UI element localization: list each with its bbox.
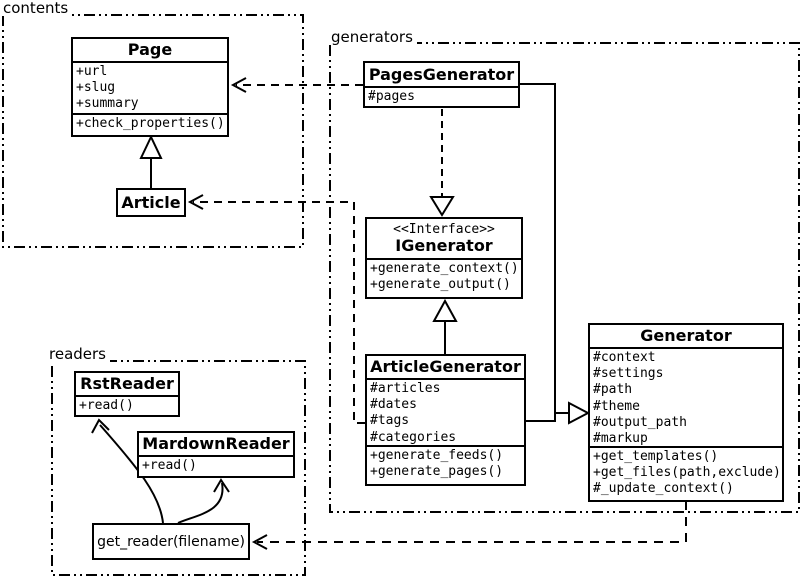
- arrowhead-vee-rstreader: [91, 418, 110, 434]
- class-box-igenerator: <<Interface>> IGenerator +generate_conte…: [365, 217, 523, 299]
- arrowhead-vee-page: [230, 77, 247, 93]
- attributes-pagesgenerator: #pages: [365, 86, 518, 106]
- attribute: #context: [593, 350, 656, 365]
- class-name-page: Page: [127, 40, 173, 59]
- attribute: #theme: [593, 398, 640, 414]
- package-label-generators: generators: [330, 29, 417, 45]
- methods-igenerator: +generate_context() +generate_output(): [367, 258, 521, 297]
- package-label-readers: readers: [48, 346, 110, 362]
- class-name-articlegenerator: ArticleGenerator: [370, 357, 521, 376]
- method: +generate_context(): [370, 261, 519, 276]
- methods-rstreader: +read(): [76, 395, 178, 415]
- attribute: #dates: [370, 397, 417, 413]
- function-box-getreader: get_reader(filename): [92, 523, 250, 560]
- dependency-generator-getreader: [257, 501, 687, 543]
- stereotype-interface: <<Interface>>: [393, 222, 495, 237]
- dependency-articlegenerator-article: [193, 201, 365, 424]
- method: +read(): [142, 458, 197, 473]
- package-border-contents: [2, 14, 304, 248]
- attribute: #settings: [593, 366, 664, 382]
- methods-generator: +get_templates() +get_files(path,exclude…: [590, 446, 782, 500]
- inheritance-articlegenerator-generator: [526, 413, 556, 422]
- attributes-generator: #context #settings #path #theme #output_…: [590, 347, 782, 446]
- package-label-contents: contents: [2, 0, 73, 16]
- class-box-articlegenerator: ArticleGenerator #articles #dates #tags …: [365, 354, 526, 486]
- attribute: #output_path: [593, 414, 687, 430]
- attribute: #markup: [593, 431, 648, 446]
- class-box-generator: Generator #context #settings #path #them…: [588, 323, 784, 502]
- class-name-igenerator: <<Interface>> IGenerator: [367, 219, 521, 258]
- attributes-articlegenerator: #articles #dates #tags #categories: [367, 378, 524, 445]
- method: +generate_feeds(): [370, 448, 504, 463]
- inheritance-pagesgenerator-generator: [520, 83, 569, 414]
- arrowhead-triangle-page: [139, 134, 163, 159]
- class-name-rstreader: RstReader: [80, 374, 174, 393]
- methods-mardownreader: +read(): [139, 455, 293, 476]
- package-border-readers: [51, 360, 306, 576]
- methods-articlegenerator: +generate_feeds() +generate_pages(): [367, 445, 524, 484]
- attribute: #articles: [370, 381, 441, 396]
- method: +check_properties(): [76, 116, 225, 131]
- class-name-text: IGenerator: [395, 236, 493, 255]
- method: +read(): [79, 398, 134, 413]
- method: +get_files(path,exclude): [593, 465, 781, 481]
- methods-page: +check_properties(): [73, 113, 227, 135]
- method: +get_templates(): [593, 449, 719, 464]
- class-box-page: Page +url +slug +summary +check_properti…: [71, 37, 229, 137]
- attribute: +slug: [76, 80, 116, 96]
- package-border-generators: [329, 42, 800, 513]
- attribute: #pages: [368, 89, 415, 104]
- arrow-getreader-rstreader: [99, 424, 164, 524]
- method: #_update_context(): [593, 481, 734, 497]
- class-name-pagesgenerator: PagesGenerator: [368, 64, 515, 84]
- class-name-generator: Generator: [640, 326, 732, 345]
- class-box-article: Article: [116, 188, 186, 217]
- attributes-page: +url +slug +summary: [73, 61, 227, 113]
- attribute: +url: [76, 64, 108, 79]
- class-box-mardownreader: MardownReader +read(): [137, 431, 295, 478]
- attribute: #tags: [370, 413, 410, 429]
- arrowhead-vee-mardownreader: [213, 478, 230, 493]
- attribute: +summary: [76, 96, 139, 112]
- arrowhead-triangle-igenerator-bottom: [432, 298, 458, 322]
- arrowhead-triangle-generator: [568, 401, 591, 425]
- attribute: #path: [593, 382, 633, 398]
- method: +generate_pages(): [370, 464, 504, 480]
- arrowhead-triangle-igenerator-top: [429, 196, 455, 217]
- class-name-mardownreader: MardownReader: [142, 434, 290, 453]
- class-box-pagesgenerator: PagesGenerator #pages: [363, 61, 520, 108]
- class-box-rstreader: RstReader +read(): [74, 371, 180, 417]
- method: +generate_output(): [370, 277, 511, 293]
- class-name-article: Article: [121, 192, 181, 212]
- arrowhead-vee-article: [187, 194, 204, 210]
- attribute: #categories: [370, 429, 457, 445]
- arrowhead-vee-getreader: [251, 534, 268, 550]
- arrow-getreader-mardownreader: [177, 482, 224, 524]
